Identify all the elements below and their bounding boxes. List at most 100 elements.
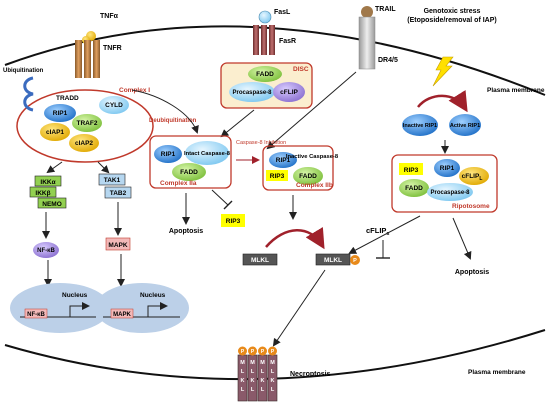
- ripoptosome-apoptosis: Apoptosis: [455, 269, 489, 276]
- mlkl-pore-letter: L: [261, 369, 265, 375]
- ripoptosome-title: Ripotosome: [452, 203, 490, 210]
- ikkb-label: IKKβ: [35, 190, 50, 197]
- mlkl-activation-arrow: [265, 226, 325, 250]
- complex-2b-outline: [262, 145, 334, 191]
- complex-2a-outline: [149, 135, 232, 189]
- mlkl-pore-letter: K: [271, 378, 275, 384]
- complex2b-rip1: RIP1: [276, 157, 291, 164]
- free-rip3-label: RIP3: [226, 218, 241, 225]
- tak1-label: TAK1: [104, 177, 121, 184]
- complex2b-fadd: FADD: [299, 173, 317, 180]
- phospho-cap-icon: [268, 346, 277, 356]
- necroptosis-label: Necroptosis: [290, 371, 331, 378]
- phospho-cap-label: P: [241, 349, 245, 355]
- cflips-label: cFLIPs: [366, 226, 389, 237]
- disc-procaspase8: Procaspase-8: [232, 90, 272, 96]
- ripoptosome-cflip: cFLIPL: [462, 173, 483, 182]
- dr-receptor-icon: [358, 16, 376, 70]
- genotoxic-line1: Genotoxic stress: [424, 8, 481, 15]
- mapk-gene-label: MAPK: [113, 312, 131, 318]
- mlkl-pore-letter: L: [251, 387, 255, 393]
- complex-2a-title: Complex IIa: [160, 180, 197, 187]
- deubiquitination-label: Deubiquitination: [149, 118, 197, 124]
- phospho-cap-icon: [248, 346, 257, 356]
- caspase8-inhibition-label: Caspase-8 Inhibition: [236, 140, 286, 146]
- dr-receptor-label: DR4/5: [378, 57, 398, 64]
- complex2a-apoptosis: Apoptosis: [169, 228, 203, 235]
- ripoptosome-fadd: FADD: [405, 185, 423, 192]
- genotoxic-line2: (Etoposide/removal of IAP): [407, 17, 496, 24]
- mlkl-pore-letter: L: [261, 387, 265, 393]
- nemo-label: NEMO: [42, 201, 62, 208]
- fas-ligand-label: FasL: [274, 9, 291, 16]
- complex2a-rip1: RIP1: [161, 151, 176, 158]
- mlkl-pore-letter: M: [240, 360, 245, 366]
- ubiquitination-label: Ubiquitination: [3, 68, 44, 74]
- phospho-cap-label: P: [271, 349, 275, 355]
- active-rip1-label: Active RIP1: [450, 123, 480, 129]
- fas-receptor-icon: [253, 25, 275, 55]
- mlkl-pore-letter: M: [250, 360, 255, 366]
- fas-ligand-icon: [258, 10, 272, 24]
- tnf-ligand-label: TNFα: [100, 13, 119, 20]
- tnf-receptor-label: TNFR: [103, 45, 122, 52]
- trail-ligand-icon: [361, 6, 373, 18]
- mlkl-pore-letter: L: [271, 369, 275, 375]
- mlkl-left-label: MLKL: [251, 257, 269, 264]
- tab2-label: TAB2: [110, 190, 127, 197]
- complex2b-rip3: RIP3: [270, 173, 285, 180]
- complex1-rip1: RIP1: [53, 110, 68, 117]
- cyld-label: CYLD: [105, 102, 123, 109]
- tradd-label: TRADD: [56, 95, 79, 102]
- lightning-icon: [432, 56, 454, 87]
- disc-fadd: FADD: [256, 71, 274, 78]
- nfkb-gene-label: NF-κB: [27, 312, 45, 318]
- mlkl-pore-letter: K: [241, 378, 245, 384]
- intact-caspase8-label: Intact Caspase-8: [184, 151, 231, 157]
- mlkl-pore-letter: L: [251, 369, 255, 375]
- mlkl-pore-letter: K: [251, 378, 255, 384]
- phospho-cap-icon: [238, 346, 247, 356]
- mlkl-pore-letter: M: [270, 360, 275, 366]
- complex2a-fadd: FADD: [180, 169, 198, 176]
- tnf-receptor-icon: [75, 40, 100, 78]
- complex-1-outline: [16, 89, 154, 163]
- ripoptosome-procaspase8: Procaspase-8: [430, 190, 470, 196]
- mlkl-pore-letter: L: [271, 387, 275, 393]
- traf2-label: TRAF2: [77, 120, 98, 127]
- ripoptosome-rip1: RIP1: [440, 165, 455, 172]
- mlkl-pore-letter: L: [241, 387, 245, 393]
- mlkl-right-label: MLKL: [324, 257, 342, 264]
- mapk-protein-label: MAPK: [108, 242, 127, 249]
- mlkl-pore-letter: K: [261, 378, 265, 384]
- nucleus-right-label: Nucleus: [140, 292, 166, 299]
- phospho-cap-label: P: [261, 349, 265, 355]
- rip1-activation-arrow: [417, 89, 468, 113]
- disc-cflip: cFLIP: [280, 89, 298, 96]
- bottom-membrane-label: Plasma membrane: [468, 369, 526, 376]
- nucleus-left: [10, 283, 110, 333]
- top-membrane-label: Plasma membrane: [487, 87, 545, 94]
- nfkb-protein-label: NF-κB: [37, 248, 55, 254]
- phospho-cap-icon: [258, 346, 267, 356]
- trail-ligand-label: TRAIL: [375, 6, 396, 13]
- ciap1-label: cIAP1: [46, 129, 64, 136]
- mlkl-pore-letter: M: [260, 360, 265, 366]
- nucleus-left-label: Nucleus: [62, 292, 88, 299]
- ciap2-label: cIAP2: [75, 140, 93, 147]
- disc-title: DISC: [293, 66, 309, 73]
- ripoptosome-outline: [391, 154, 498, 213]
- inactive-rip1-label: Inactive RIP1: [403, 123, 437, 129]
- nucleus-right: [95, 283, 189, 333]
- ikka-label: IKKα: [40, 179, 55, 186]
- phospho-cap-label: P: [251, 349, 255, 355]
- bottom-plasma-membrane: [4, 329, 546, 381]
- complex-2b-title: Complex IIb: [296, 182, 333, 189]
- ripoptosome-rip3: RIP3: [404, 167, 419, 174]
- inactive-caspase8-label: Inactive Caspase-8: [286, 154, 339, 160]
- ubiquitin-chain-icon: [23, 76, 34, 112]
- mlkl-phospho-label: P: [353, 258, 357, 264]
